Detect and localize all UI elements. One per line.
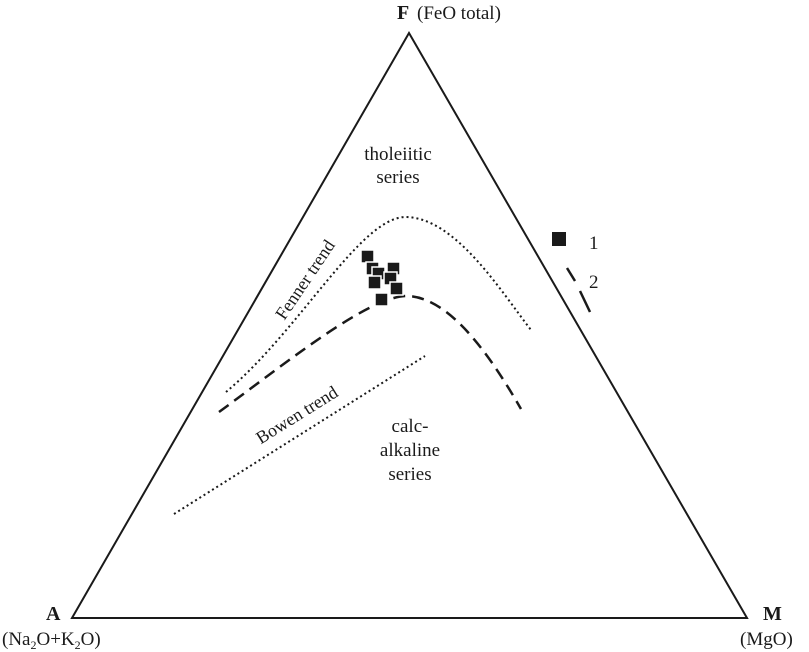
- afm-triangle: [70, 30, 749, 619]
- vertex-f-letter: F: [397, 2, 409, 24]
- sample-point: [374, 292, 389, 307]
- vertex-a-letter: A: [46, 603, 61, 625]
- calc-alkaline-label: alkaline: [380, 440, 440, 461]
- legend-label-1: 1: [589, 233, 599, 254]
- tholeiitic-label: series: [376, 167, 419, 188]
- sample-point: [367, 275, 382, 290]
- legend-symbol-dashed: [578, 290, 592, 313]
- bowen-trend-line: [173, 355, 426, 515]
- tholeiitic-upper-boundary: [225, 215, 532, 393]
- calc-alkaline-label: calc-: [392, 416, 429, 437]
- tholeiitic-label: tholeiitic: [364, 144, 432, 165]
- vertex-m-letter: M: [763, 603, 782, 625]
- vertex-m-formula: (MgO): [740, 629, 793, 650]
- bowen-trend-label: Bowen trend: [252, 382, 341, 448]
- sample-point: [389, 281, 404, 296]
- vertex-f-formula: (FeO total): [417, 3, 501, 24]
- calc-alkaline-dividing-line: [218, 294, 523, 414]
- sample-points: [360, 249, 404, 307]
- vertex-a-formula: (Na2O+K2O): [2, 629, 101, 652]
- legend-label-2: 2: [589, 272, 599, 293]
- fenner-trend-label: Fenner trend: [271, 236, 339, 323]
- legend-symbol-dashed: [565, 267, 577, 282]
- legend-symbol-square: [552, 232, 566, 246]
- calc-alkaline-label: series: [388, 464, 431, 485]
- sample-point: [360, 249, 375, 264]
